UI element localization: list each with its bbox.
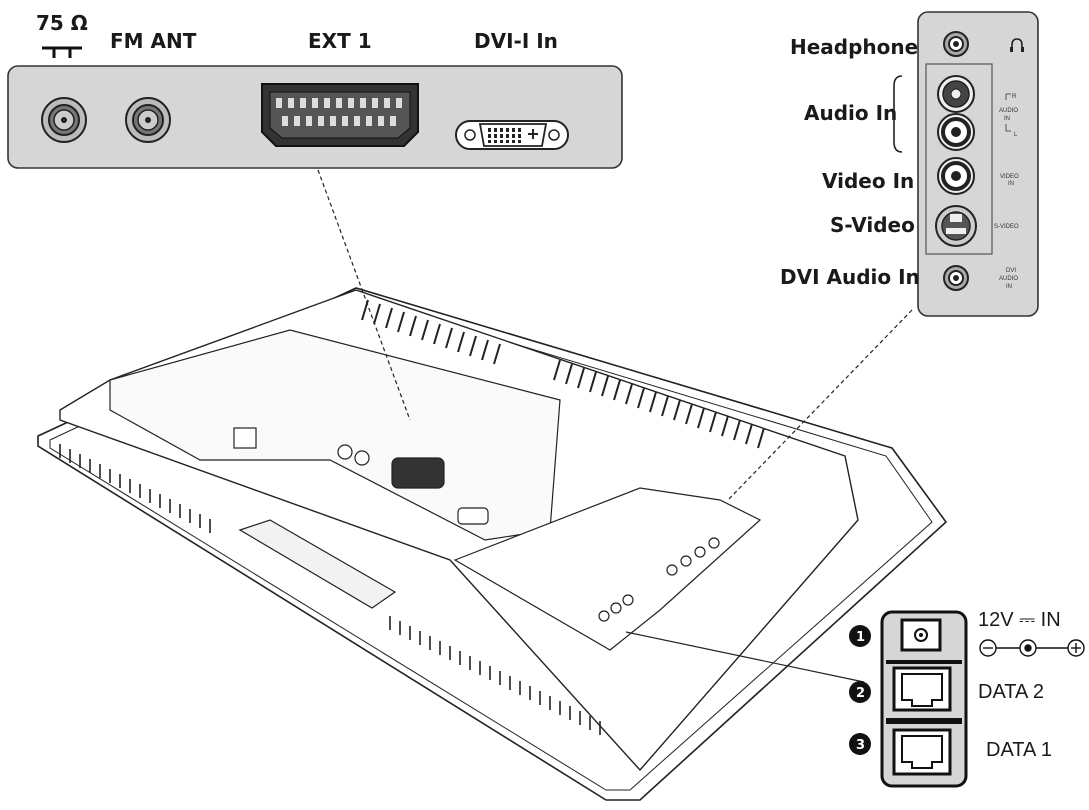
badge-1-circle	[849, 625, 871, 647]
top-vents	[361, 299, 765, 449]
badge-3-circle	[849, 733, 871, 755]
small-label-dvi: DVI	[1006, 268, 1016, 274]
badge-2-number: 2	[856, 686, 865, 701]
headphone-label: Headphone	[790, 35, 918, 59]
badge-2-circle	[849, 681, 871, 703]
dvi-audio-jack-icon	[943, 265, 969, 291]
headphone-symbol-right-cup	[1021, 47, 1024, 52]
small-label-video-in: IN	[1008, 181, 1014, 187]
leader-side-panel	[727, 309, 913, 501]
headphone-symbol-icon	[1011, 38, 1023, 50]
dvi-in-label: DVI-I In	[474, 29, 558, 53]
power-in-label: 12V ⎓ IN	[978, 609, 1061, 631]
stand-recess	[238, 519, 397, 609]
small-label-dvi-in: IN	[1006, 284, 1012, 290]
scart-connector-icon	[261, 83, 419, 147]
audio-l-jack-icon	[937, 113, 975, 151]
antenna-jack-icon	[41, 97, 87, 143]
data1-port-icon	[892, 728, 952, 776]
headphone-symbol-left-cup	[1010, 47, 1013, 52]
r-bracket	[1005, 93, 1011, 100]
leader-top-panel	[317, 169, 411, 421]
tv-scart	[391, 457, 445, 489]
small-label-r: R	[1012, 94, 1017, 100]
tv-back-connectors	[233, 427, 720, 622]
small-label-l: L	[1014, 132, 1018, 138]
data2-port-icon	[892, 666, 952, 712]
dvi-connector-icon	[455, 120, 569, 150]
power-socket	[233, 427, 257, 449]
data2-label: DATA 2	[978, 681, 1044, 703]
audio-r-jack-icon	[937, 75, 975, 113]
headphone-jack-icon	[943, 31, 969, 57]
tv-data-jack-1	[598, 610, 610, 622]
top-connector-panel: 75 Ω FM ANT EXT 1 DVI-I In	[7, 11, 623, 169]
small-label-audio: AUDIO	[999, 108, 1018, 114]
badge-1-number: 1	[856, 630, 865, 645]
bottom-divider-2	[886, 718, 962, 724]
badge-3-number: 3	[856, 738, 865, 753]
ext1-label: EXT 1	[308, 29, 372, 53]
audio-in-bracket	[893, 75, 903, 153]
l-bracket	[1005, 124, 1011, 132]
tv-data-jack-3	[622, 594, 634, 606]
s-video-label: S-Video	[830, 213, 915, 237]
side-connector-panel: Headphone Audio In Video In S-Video DVI …	[780, 11, 1039, 317]
tv-antenna-jack	[337, 444, 353, 460]
bottom-vents	[59, 444, 601, 735]
power-in-socket-icon	[900, 618, 942, 652]
small-label-video: VIDEO	[1000, 174, 1019, 180]
video-in-jack-icon	[937, 157, 975, 195]
tv-back-illustration	[37, 287, 948, 801]
data1-label: DATA 1	[986, 739, 1052, 761]
polarity-symbol-icon	[979, 639, 1085, 657]
small-label-dvi-audio: AUDIO	[999, 276, 1018, 282]
tv-av-jack-3	[694, 546, 706, 558]
tv-dvi	[457, 507, 489, 525]
audio-in-label: Audio In	[804, 101, 897, 125]
tv-av-jack-4	[708, 537, 720, 549]
tv-data-jack-2	[610, 602, 622, 614]
leader-lines	[317, 169, 913, 683]
bottom-divider-1	[886, 660, 962, 664]
right-side-block	[453, 487, 762, 651]
connector-bay	[109, 329, 561, 541]
dvi-audio-in-label: DVI Audio In	[780, 265, 920, 289]
audio-video-group-box	[925, 63, 993, 255]
antenna-label: 75 Ω	[36, 11, 88, 35]
small-label-audio-in: IN	[1004, 116, 1010, 122]
side-panel-body	[917, 11, 1039, 317]
tv-av-jack-2	[680, 555, 692, 567]
antenna-symbol-icon	[42, 46, 82, 58]
video-in-label: Video In	[822, 169, 914, 193]
fm-ant-label: FM ANT	[110, 29, 197, 53]
tv-av-jack-1	[666, 564, 678, 576]
tv-fm-jack	[354, 450, 370, 466]
bottom-connector-panel: 1 2 3 12V ⎓ IN DATA 2 DATA 1	[849, 609, 1085, 788]
fm-ant-jack-icon	[125, 97, 171, 143]
leader-bottom-panel	[625, 631, 865, 683]
small-label-svideo: S-VIDEO	[994, 224, 1019, 230]
s-video-jack-icon	[935, 205, 977, 247]
